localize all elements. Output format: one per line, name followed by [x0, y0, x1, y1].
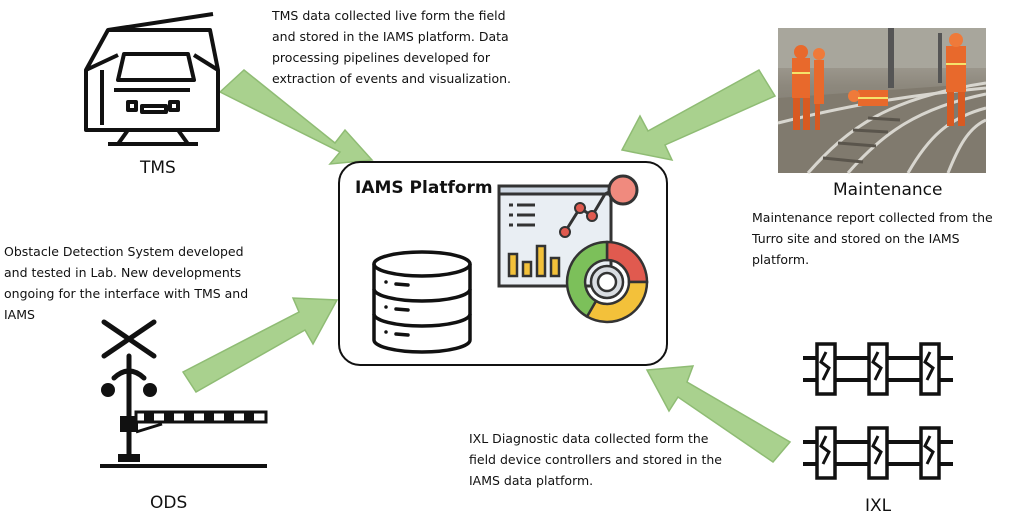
maintenance-description: Maintenance report collected from the Tu…	[752, 210, 993, 267]
tms-label: TMS	[140, 158, 176, 178]
dashboard-icon	[497, 174, 649, 324]
railroad-crossing-icon	[100, 319, 268, 468]
maintenance-arrow	[620, 68, 777, 162]
platform-title: IAMS Platform	[355, 178, 493, 198]
ixl-arrow	[645, 365, 792, 464]
maintenance-photo	[777, 28, 987, 174]
ods-description: Obstacle Detection System developed and …	[4, 244, 249, 322]
tms-arrow	[218, 69, 374, 165]
database-icon	[372, 250, 472, 354]
maintenance-label: Maintenance	[833, 180, 943, 200]
ixl-description: IXL Diagnostic data collected form the f…	[469, 431, 722, 488]
tms-description: TMS data collected live form the field a…	[272, 8, 512, 86]
interlocking-icon	[803, 342, 953, 480]
ixl-label: IXL	[865, 496, 892, 516]
ods-label: ODS	[150, 493, 188, 513]
ods-arrow	[181, 297, 339, 394]
train-icon	[84, 12, 220, 146]
